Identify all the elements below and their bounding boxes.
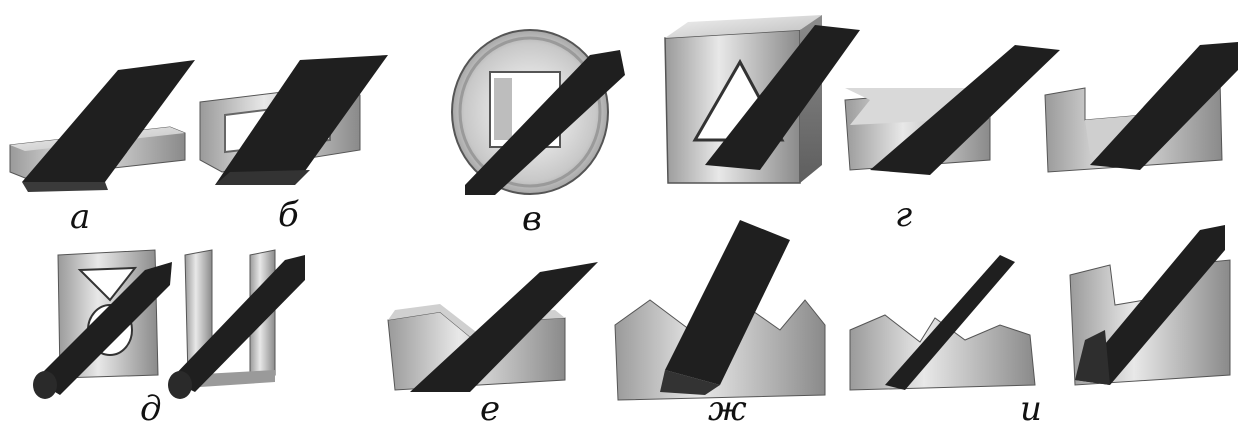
fixture-b: [200, 55, 388, 185]
label-a: а: [70, 200, 90, 234]
fixture-g-angle: [1045, 42, 1238, 172]
fixture-a: [10, 60, 195, 192]
fixture-d-left: [33, 250, 172, 399]
fixture-e: [388, 262, 598, 392]
label-zh: ж: [708, 392, 747, 426]
fixture-zh: [615, 220, 825, 400]
label-d: д: [140, 392, 162, 426]
fixture-g-block: [665, 15, 860, 183]
label-i: и: [1020, 392, 1042, 426]
label-g: г: [895, 198, 912, 232]
fixture-d-right: [168, 250, 305, 399]
fixture-v: [452, 30, 625, 195]
label-e: е: [480, 392, 500, 426]
fixture-i-right: [1070, 225, 1230, 385]
label-b: б: [278, 198, 299, 232]
fixture-g-vblock: [845, 45, 1060, 175]
fixture-i-left: [850, 255, 1035, 390]
label-v: в: [522, 202, 542, 236]
